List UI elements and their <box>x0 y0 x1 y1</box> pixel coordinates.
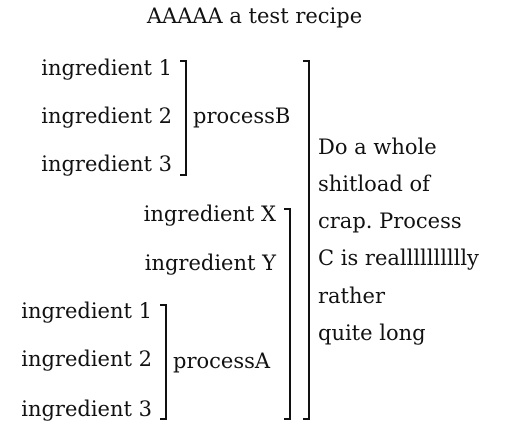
process-c-line: quite long <box>318 321 426 345</box>
ingredient-b3: ingredient 3 <box>41 152 172 176</box>
process-c-line: crap. Process <box>318 209 462 233</box>
ingredient-b1: ingredient 1 <box>41 56 172 80</box>
process-c-line: rather <box>318 284 385 308</box>
process-b-label: processB <box>193 104 291 128</box>
process-c-line: shitload of <box>318 172 430 196</box>
ingredient-a2: ingredient 2 <box>21 347 152 371</box>
ingredient-x: ingredient X <box>143 202 276 226</box>
ingredient-a1: ingredient 1 <box>21 299 152 323</box>
bracket-b <box>180 60 187 176</box>
process-a-label: processA <box>173 349 271 373</box>
process-c-line: C is realllllllllly <box>318 246 479 270</box>
bracket-outer <box>303 60 310 420</box>
process-c-line: Do a whole <box>318 135 437 159</box>
recipe-title: AAAAA a test recipe <box>146 4 363 28</box>
bracket-middle <box>284 208 291 420</box>
ingredient-y: ingredient Y <box>144 251 276 275</box>
ingredient-b2: ingredient 2 <box>41 104 172 128</box>
ingredient-a3: ingredient 3 <box>21 397 152 421</box>
bracket-a <box>160 304 167 420</box>
